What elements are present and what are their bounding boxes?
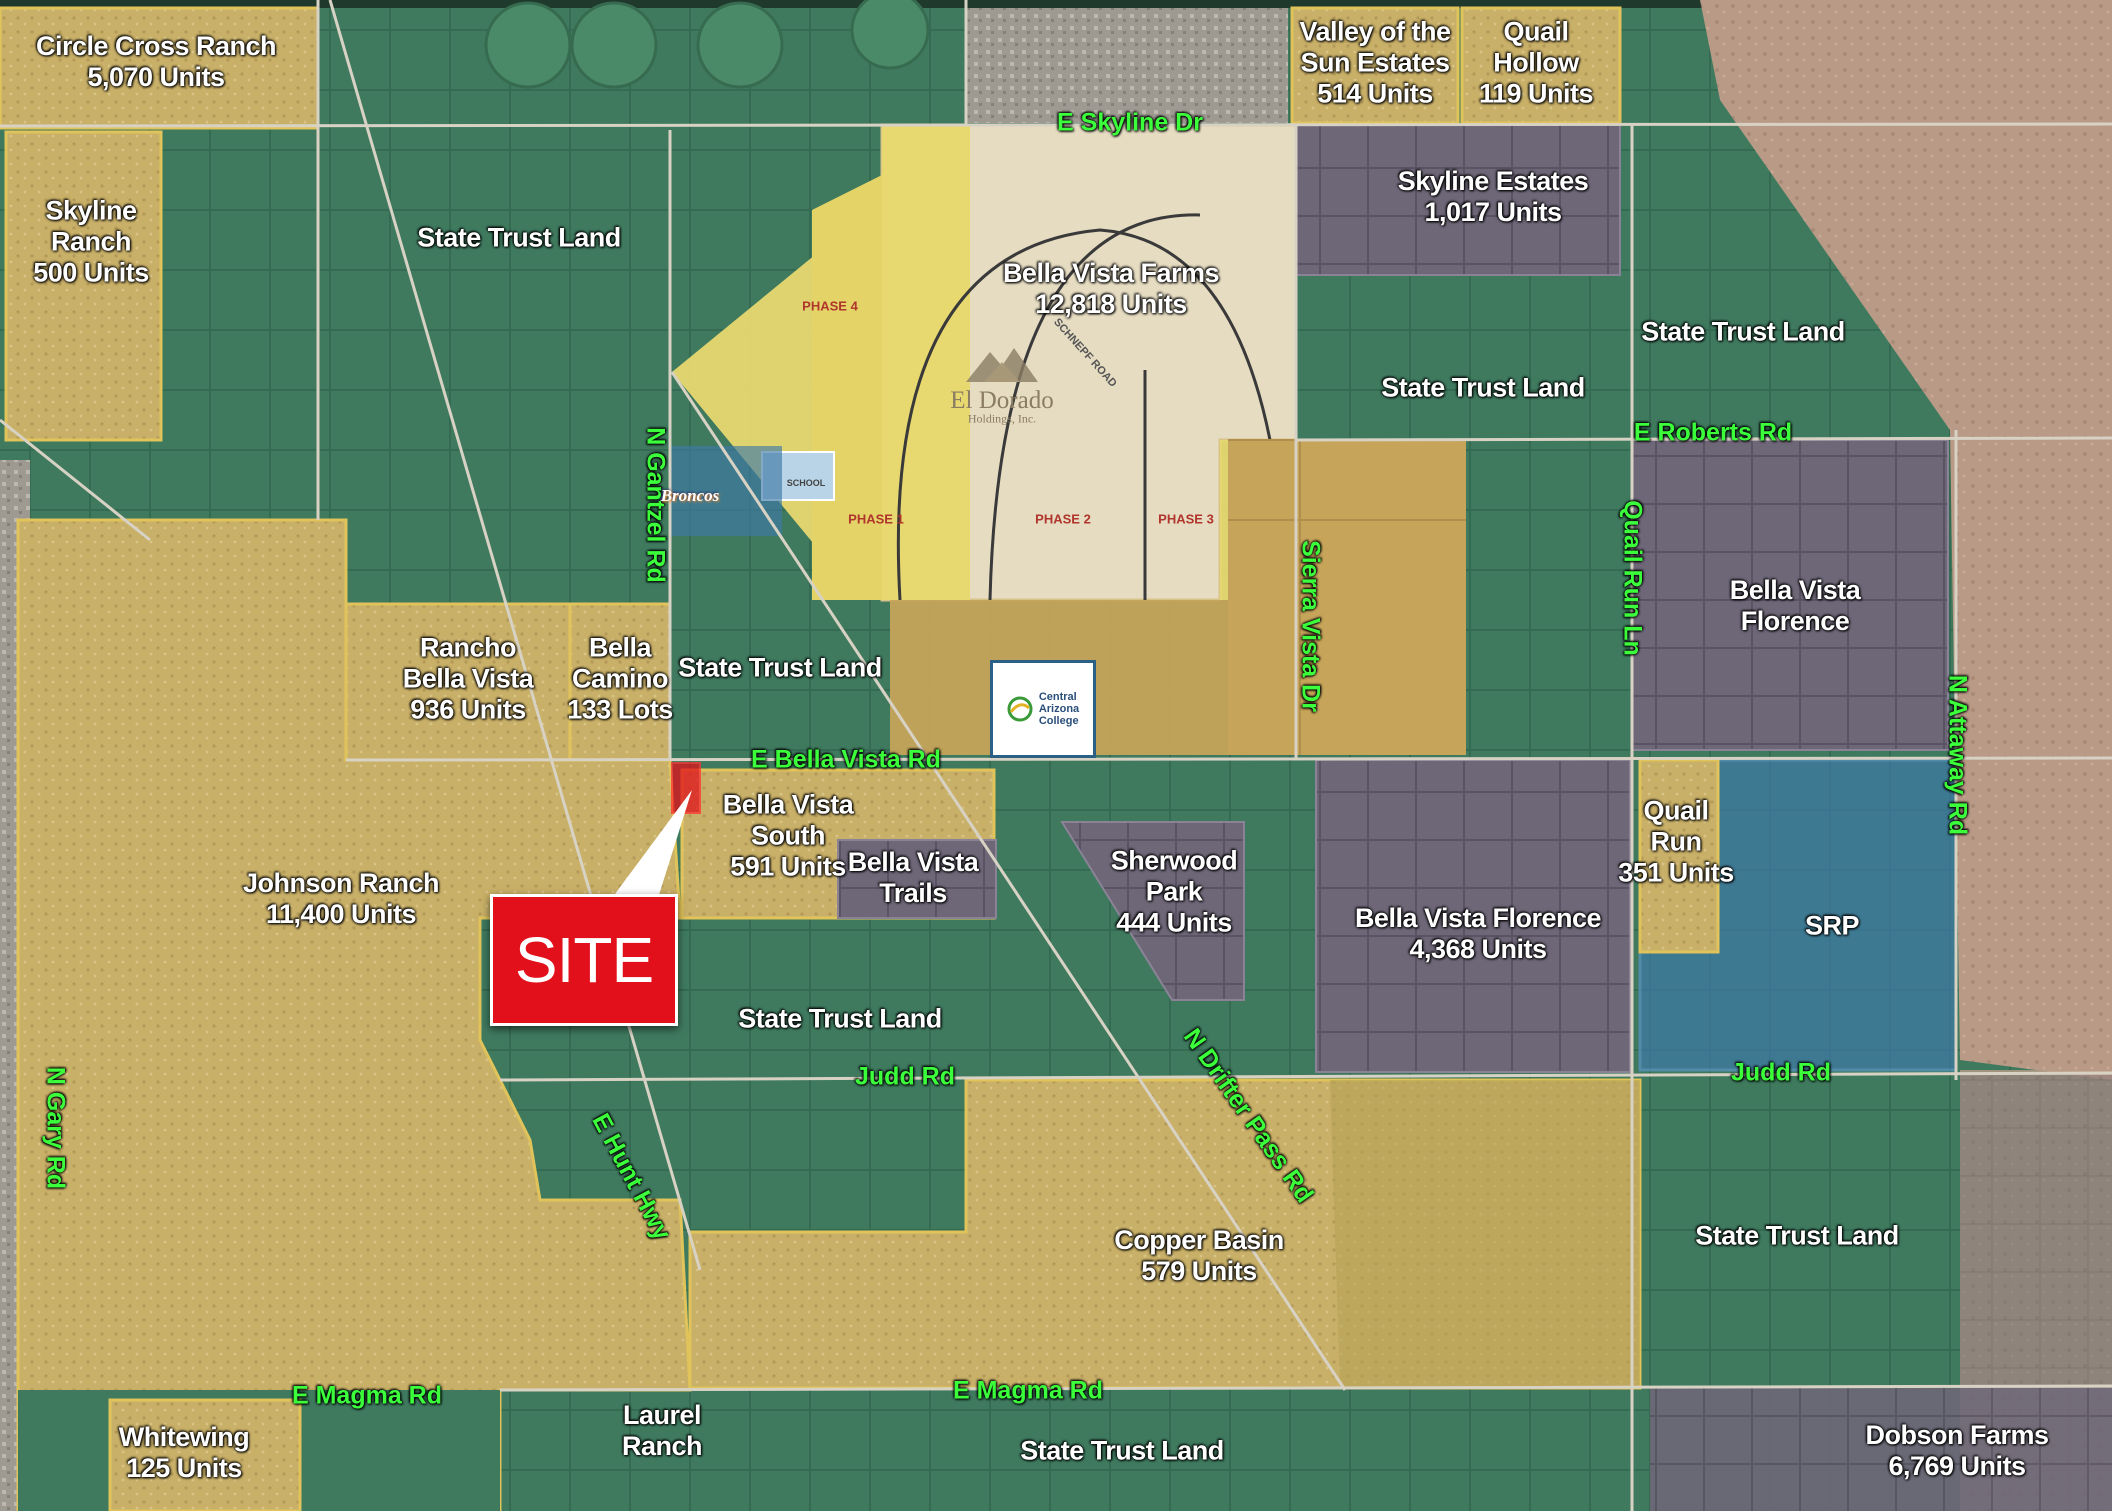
central-arizona-college-logo: Central Arizona College <box>990 660 1096 758</box>
plan-label-phase-4: PHASE 4 <box>802 298 858 314</box>
area-label-state-trust-land-s: State Trust Land <box>1020 1435 1224 1466</box>
plan-label-school: SCHOOL <box>786 478 826 488</box>
cac-logo-text: Central Arizona College <box>1038 691 1080 727</box>
road-label-bella-vista-rd: E Bella Vista Rd <box>751 745 941 774</box>
broncos-logo: Broncos <box>660 486 720 505</box>
el-dorado-logo-text: El Dorado <box>950 387 1054 414</box>
area-label-state-trust-land-ne1: State Trust Land <box>1641 316 1845 347</box>
road-label-judd-rd-east: Judd Rd <box>1731 1058 1831 1087</box>
area-label-srp: SRP <box>1804 910 1860 941</box>
cac-swoosh-icon <box>1007 696 1033 722</box>
el-dorado-mountain-icon <box>966 348 1038 382</box>
plan-label-phase-1: PHASE 1 <box>848 511 904 527</box>
road-label-magma-rd-east: E Magma Rd <box>952 1376 1104 1405</box>
plan-label-phase-2: PHASE 2 <box>1035 511 1091 527</box>
plan-label-phase-3: PHASE 3 <box>1158 511 1214 527</box>
road-label-magma-rd-west: E Magma Rd <box>291 1381 443 1410</box>
road-label-judd-rd-west: Judd Rd <box>855 1062 955 1091</box>
area-label-state-trust-land-nw: State Trust Land <box>417 222 621 253</box>
road-label-skyline-dr: E Skyline Dr <box>1057 108 1203 137</box>
road-label-quail-run-ln: Quail Run Ln <box>1618 500 1647 656</box>
road-label-attaway-rd: N Attaway Rd <box>1943 674 1972 836</box>
area-label-state-trust-land-mid: State Trust Land <box>678 652 882 683</box>
el-dorado-logo-subtext: Holdings, Inc. <box>967 411 1037 426</box>
road-label-roberts-rd: E Roberts Rd <box>1633 418 1793 447</box>
area-label-state-trust-land-ne2: State Trust Land <box>1381 372 1585 403</box>
site-marker[interactable]: SITE <box>490 894 678 1026</box>
area-label-state-trust-land-center: State Trust Land <box>738 1003 942 1034</box>
road-label-gary-rd: N Gary Rd <box>41 1066 70 1190</box>
site-pointer <box>612 790 692 898</box>
area-label-state-trust-land-se: State Trust Land <box>1695 1220 1899 1251</box>
road-label-sierra-vista-dr: Sierra Vista Dr <box>1296 540 1325 712</box>
